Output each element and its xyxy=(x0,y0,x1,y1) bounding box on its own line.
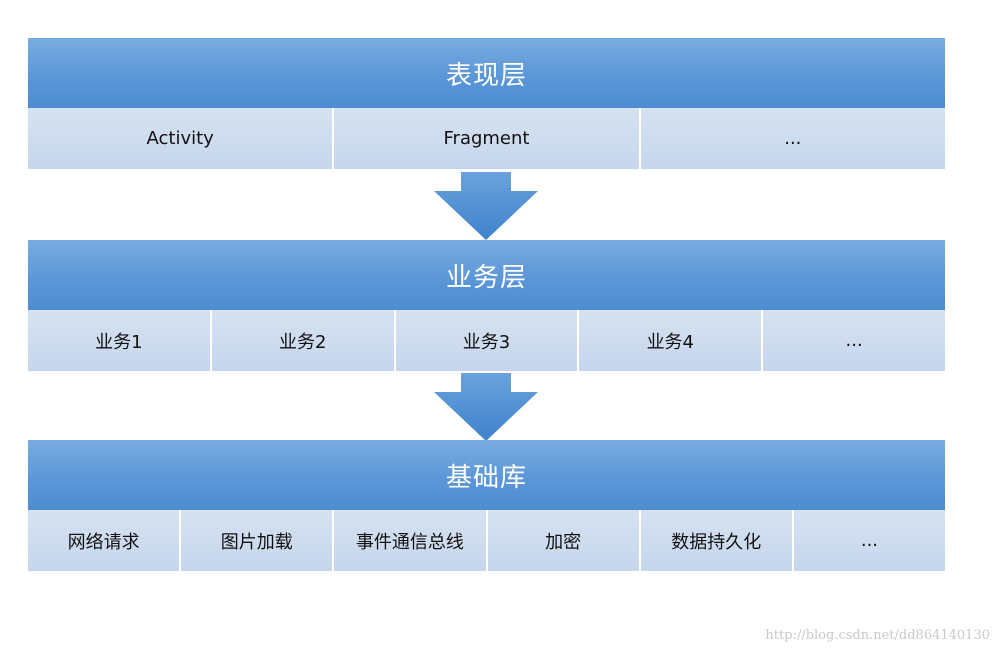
presentation-layer: 表现层 Activity Fragment ... xyxy=(28,38,945,169)
business-layer-items: 业务1 业务2 业务3 业务4 ... xyxy=(28,310,945,371)
layer-item-business-1: 业务1 xyxy=(28,310,212,371)
presentation-layer-title: 表现层 xyxy=(28,38,945,108)
presentation-layer-items: Activity Fragment ... xyxy=(28,108,945,169)
layer-item-more: ... xyxy=(640,108,945,169)
layer-item-business-4: 业务4 xyxy=(579,310,764,371)
layer-item-data-persistence: 数据持久化 xyxy=(640,510,794,571)
layer-item-network-request: 网络请求 xyxy=(28,510,182,571)
layer-item-encryption: 加密 xyxy=(487,510,641,571)
base-library-layer: 基础库 网络请求 图片加载 事件通信总线 加密 数据持久化 ... xyxy=(28,440,946,571)
base-library-layer-items: 网络请求 图片加载 事件通信总线 加密 数据持久化 ... xyxy=(28,510,946,571)
layer-item-event-bus: 事件通信总线 xyxy=(334,510,488,571)
layer-item-fragment: Fragment xyxy=(334,108,641,169)
business-layer: 业务层 业务1 业务2 业务3 业务4 ... xyxy=(28,240,945,371)
down-arrow-icon xyxy=(434,373,538,441)
layer-item-activity: Activity xyxy=(28,108,335,169)
watermark: http://blog.csdn.net/dd864140130 xyxy=(765,628,990,643)
base-library-layer-title: 基础库 xyxy=(28,440,945,510)
layer-item-business-3: 业务3 xyxy=(395,310,580,371)
layer-item-image-loading: 图片加载 xyxy=(181,510,335,571)
layer-item-more: ... xyxy=(763,310,945,371)
layer-item-business-2: 业务2 xyxy=(211,310,396,371)
business-layer-title: 业务层 xyxy=(28,240,945,310)
layer-item-more: ... xyxy=(793,510,946,571)
down-arrow-icon xyxy=(434,172,538,240)
